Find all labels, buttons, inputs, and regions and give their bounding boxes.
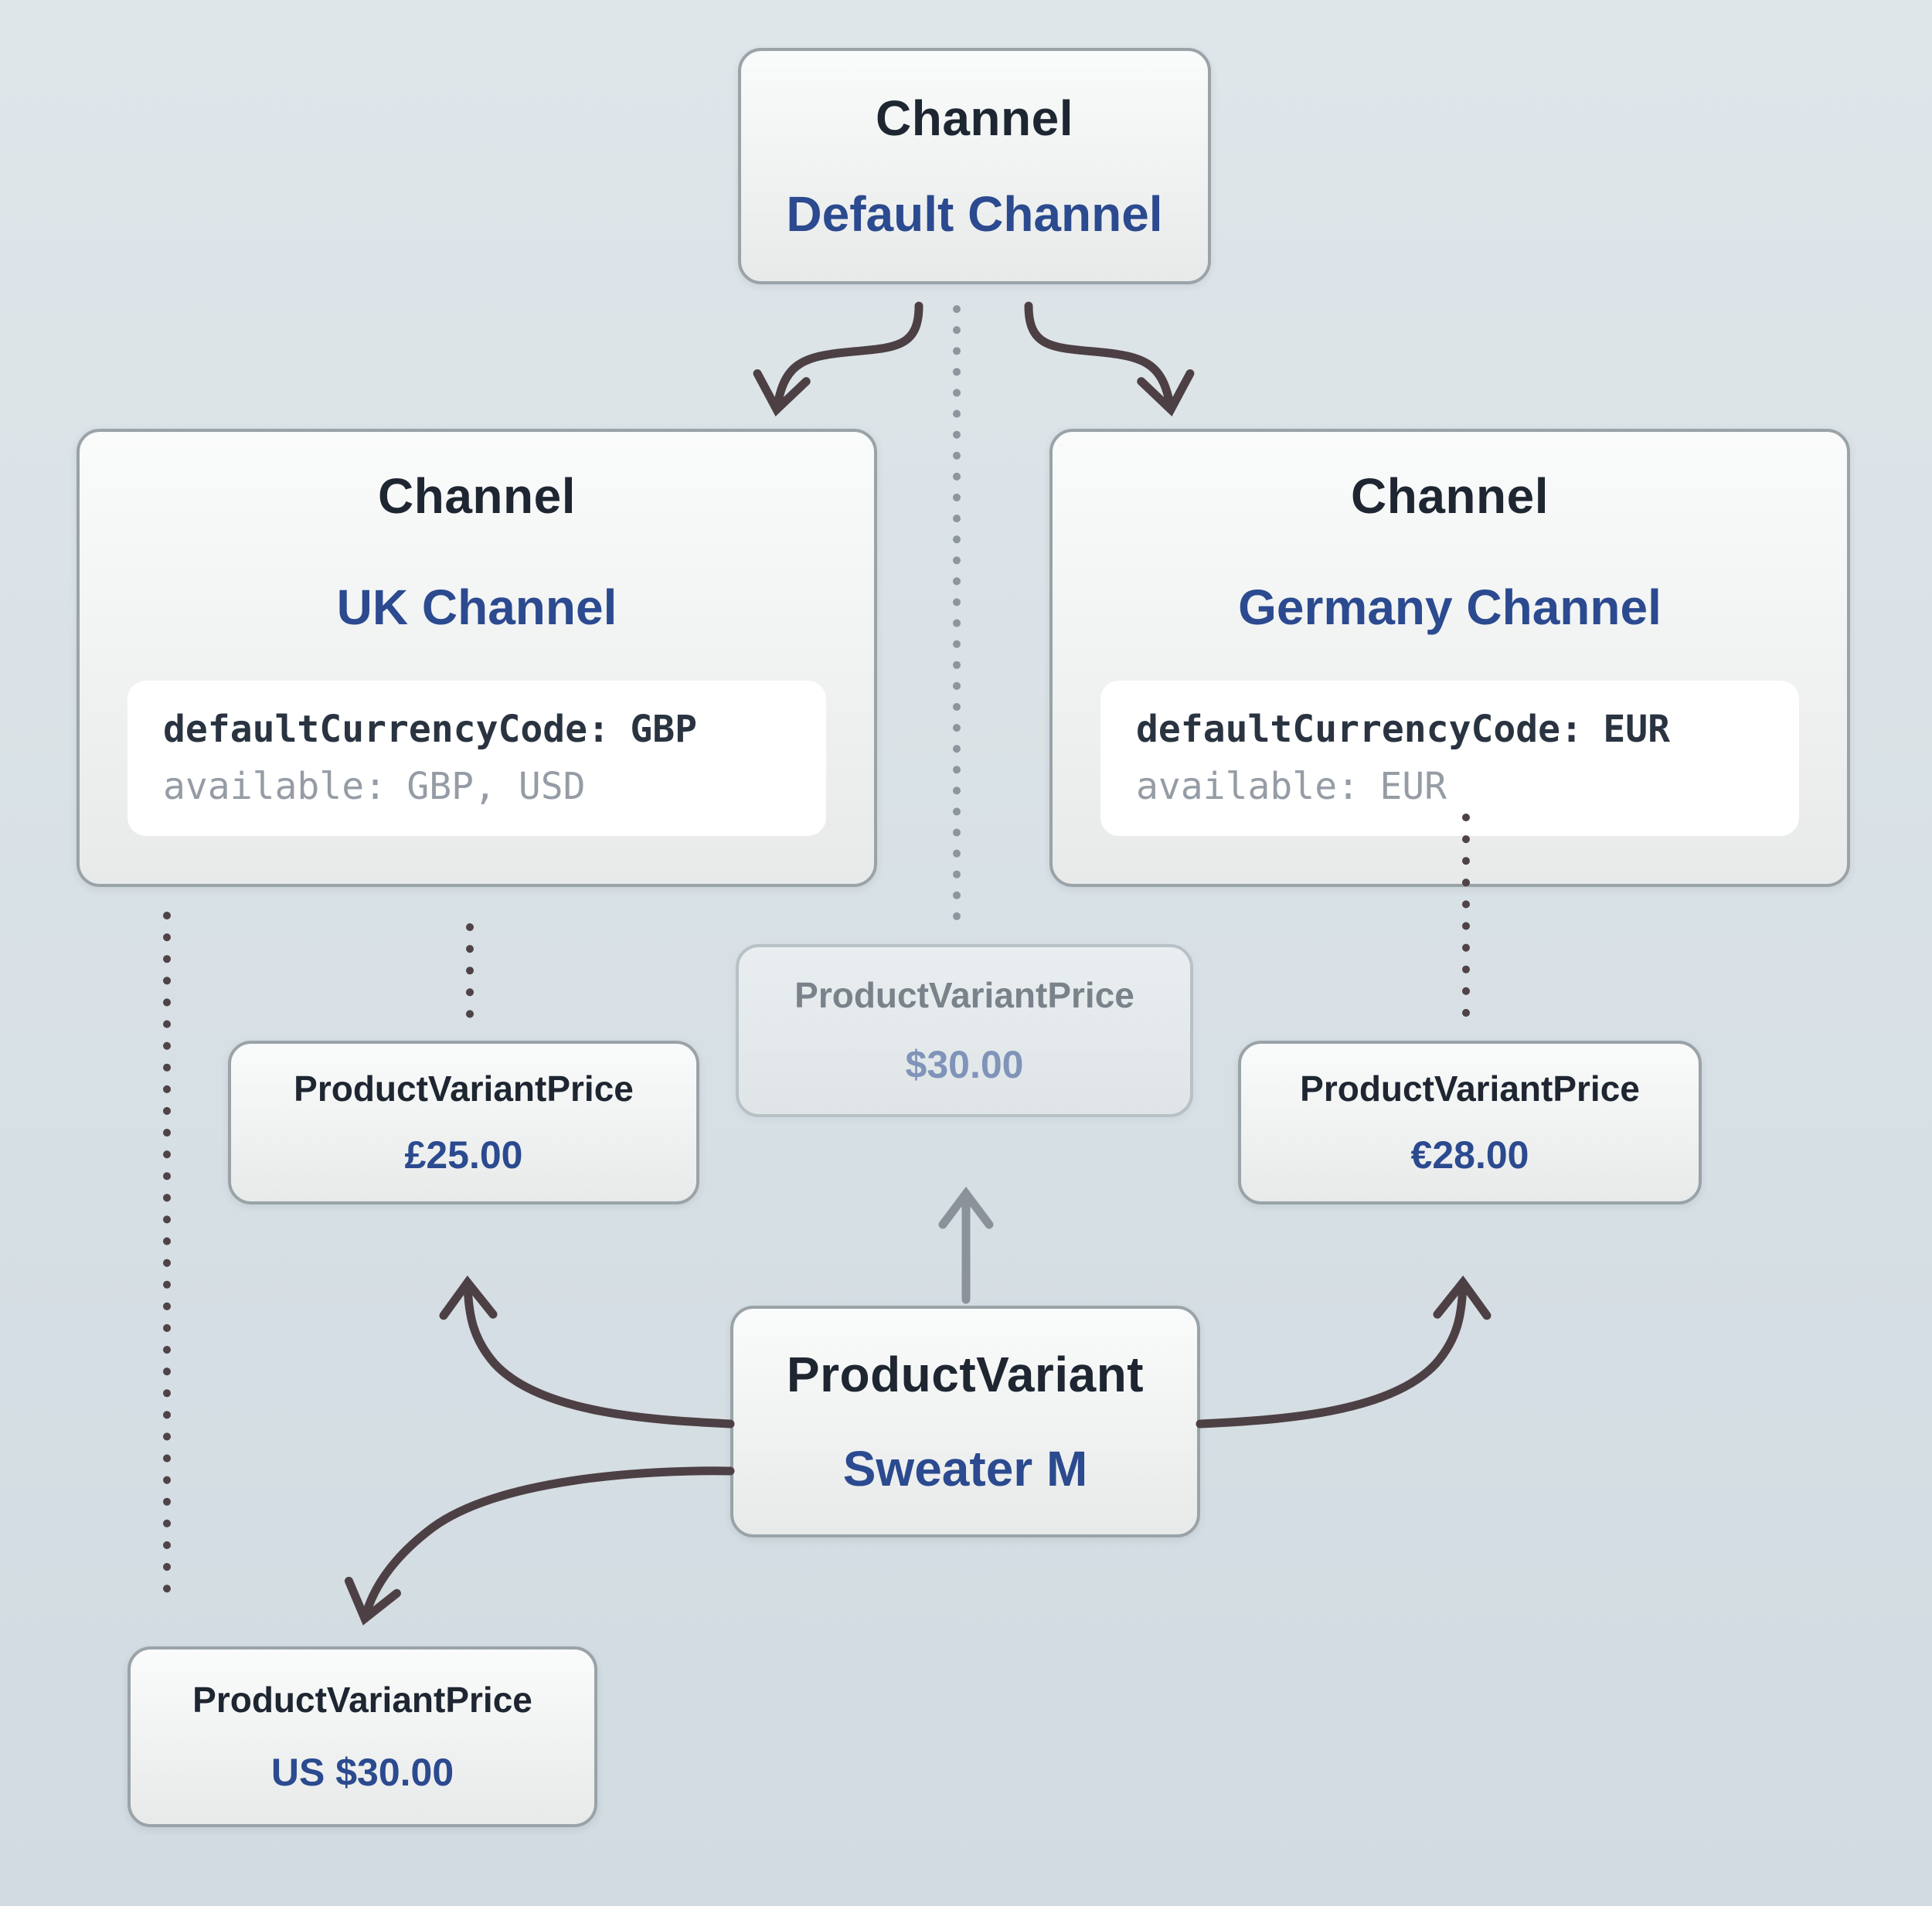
default-currency-line: defaultCurrencyCode:EUR	[1136, 708, 1671, 751]
available-currencies-line: available:EUR	[1136, 765, 1447, 809]
arrow-product-variant-to-germany-price	[1196, 1275, 1492, 1429]
price-value: £25.00	[404, 1133, 523, 1177]
node-uk-product-variant-price: ProductVariantPrice £25.00	[228, 1041, 699, 1204]
node-default-product-variant-price: ProductVariantPrice $30.00	[736, 944, 1193, 1117]
node-type-label: Channel	[1351, 468, 1549, 524]
node-name-label: Default Channel	[786, 186, 1163, 242]
node-default-channel: Channel Default Channel	[738, 48, 1211, 284]
node-germany-channel: Channel Germany Channel defaultCurrencyC…	[1049, 429, 1850, 887]
node-uk-channel: Channel UK Channel defaultCurrencyCode:G…	[77, 429, 877, 887]
node-type-label: ProductVariantPrice	[192, 1680, 532, 1720]
node-type-label: ProductVariantPrice	[1300, 1068, 1640, 1109]
arrow-default-channel-to-germany-channel	[1024, 301, 1195, 416]
node-type-label: ProductVariantPrice	[794, 974, 1134, 1015]
arrow-product-variant-to-uk-price	[439, 1275, 735, 1429]
node-type-label: Channel	[378, 468, 576, 524]
node-type-label: ProductVariant	[786, 1347, 1145, 1402]
node-product-variant: ProductVariant Sweater M	[730, 1306, 1200, 1537]
arrow-default-channel-to-uk-channel	[753, 301, 923, 416]
price-value: $30.00	[905, 1043, 1024, 1087]
node-type-label: ProductVariantPrice	[294, 1068, 634, 1109]
currency-code-box: defaultCurrencyCode:GBP available:GBP, U…	[128, 681, 826, 836]
available-currencies-line: available:GBP, USD	[163, 765, 586, 809]
default-currency-line: defaultCurrencyCode:GBP	[163, 708, 698, 751]
price-value: US $30.00	[270, 1751, 454, 1794]
price-value: €28.00	[1410, 1133, 1529, 1177]
node-name-label: Germany Channel	[1238, 579, 1662, 635]
node-germany-product-variant-price: ProductVariantPrice €28.00	[1238, 1041, 1702, 1204]
node-us-product-variant-price: ProductVariantPrice US $30.00	[128, 1646, 597, 1827]
node-type-label: Channel	[876, 90, 1073, 146]
node-name-label: Sweater M	[842, 1441, 1088, 1497]
node-name-label: UK Channel	[336, 579, 617, 635]
currency-code-box: defaultCurrencyCode:EUR available:EUR	[1100, 681, 1799, 836]
arrow-product-variant-to-us-price	[344, 1466, 735, 1626]
